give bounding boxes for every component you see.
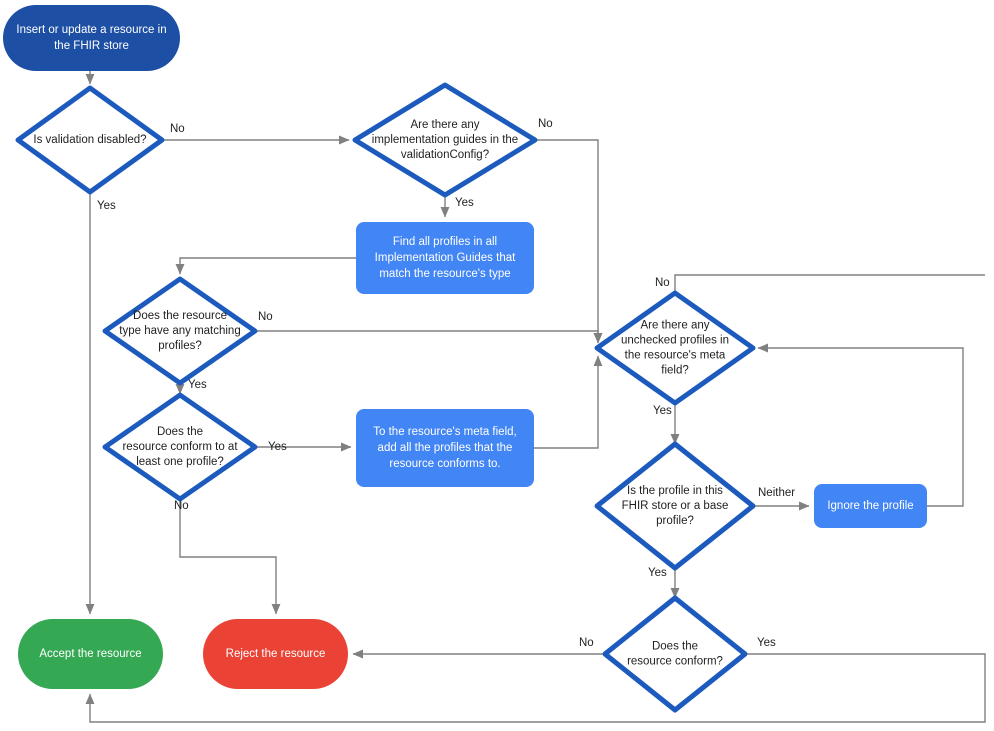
node-label-ignore-profile: Ignore the profile — [827, 500, 913, 512]
edge-e-matching-no — [255, 330, 603, 344]
edge-label-e-ig-yes: Yes — [455, 197, 474, 209]
diamond-shape — [102, 276, 258, 386]
edge-e-unchecked-no — [674, 274, 985, 293]
node-label-reject: Reject the resource — [226, 648, 326, 660]
diamond-shape — [594, 441, 756, 571]
node-ignore-profile[interactable]: Ignore the profile — [814, 484, 927, 528]
edge-e-conform1-no — [179, 499, 281, 615]
diamond-shape — [15, 85, 165, 195]
node-reject[interactable]: Reject the resource — [203, 619, 348, 689]
edge-e-ig-no — [535, 139, 603, 344]
edge-label-e-conform1-no: No — [174, 500, 189, 512]
edge-label-e-profile-neither: Neither — [758, 487, 795, 499]
edge-label-e-matching-no: No — [258, 311, 273, 323]
diamond-shape — [352, 82, 538, 198]
edge-e-ignore-loop — [757, 343, 964, 507]
node-label-add-profiles-meta: To the resource's meta field,add all the… — [373, 426, 516, 470]
edge-label-e-conform-yes: Yes — [757, 637, 776, 649]
edge-e-meta-unchecked — [534, 355, 603, 449]
edges-layer — [85, 71, 986, 723]
edge-label-e-validation-no: No — [170, 123, 185, 135]
edge-label-e-ig-no: No — [538, 118, 553, 130]
edge-label-e-unchecked-yes: Yes — [653, 405, 672, 417]
edge-label-e-conform1-yes: Yes — [268, 441, 287, 453]
box-shape — [356, 409, 534, 487]
edge-label-e-profile-yes: Yes — [648, 567, 667, 579]
node-accept[interactable]: Accept the resource — [18, 619, 163, 689]
node-validation-disabled[interactable]: Is validation disabled? — [15, 85, 165, 195]
diamond-shape — [602, 595, 748, 713]
edge-label-e-validation-yes: Yes — [97, 200, 116, 212]
box-shape — [203, 619, 348, 689]
node-label-validation-disabled: Is validation disabled? — [33, 134, 146, 146]
edge-e-find-matching — [175, 257, 356, 275]
box-shape — [814, 484, 927, 528]
edge-label-e-unchecked-no: No — [655, 277, 670, 289]
edge-e-conform-yes — [85, 653, 986, 723]
edge-label-e-conform-no: No — [579, 637, 594, 649]
box-shape — [18, 619, 163, 689]
node-add-profiles-meta[interactable]: To the resource's meta field,add all the… — [356, 409, 534, 487]
diamond-shape — [102, 392, 258, 502]
edge-label-e-matching-yes: Yes — [188, 379, 207, 391]
box-shape — [356, 222, 534, 294]
node-label-accept: Accept the resource — [39, 648, 141, 660]
diamond-shape — [594, 290, 756, 406]
box-shape — [3, 5, 180, 71]
